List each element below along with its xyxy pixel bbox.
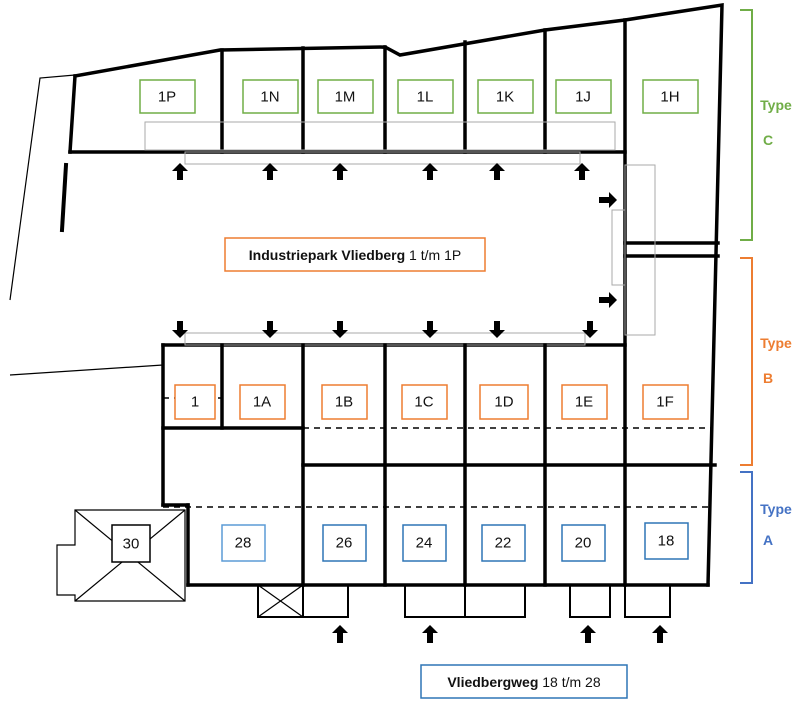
unit-labels-type-c [139, 79, 699, 114]
svg-text:B: B [763, 370, 773, 386]
arrow-down-icon [422, 321, 438, 338]
arrow-right-icon [599, 192, 617, 208]
entrance-arrows-right [599, 192, 617, 308]
svg-text:Type: Type [760, 501, 792, 517]
arrow-up-icon [422, 625, 438, 643]
arrow-up-icon [580, 625, 596, 643]
arrow-down-icon [262, 321, 278, 338]
unit-label: 1P [158, 89, 176, 106]
arrow-up-icon [332, 625, 348, 643]
row-type-c [68, 18, 720, 587]
unit-label-30: 30 [123, 536, 140, 553]
entrance-arrows-bottom [332, 625, 668, 643]
unit-label: 1B [335, 394, 353, 411]
unit-label: 1L [417, 89, 434, 106]
unit-labels-type-a [221, 522, 689, 562]
unit-labels-type-b [174, 384, 689, 420]
arrow-down-icon [489, 321, 505, 338]
type-b-bracket: Type B [740, 257, 792, 466]
unit-label: 1F [656, 394, 674, 411]
svg-text:Type: Type [760, 335, 792, 351]
svg-text:Industriepark Vliedberg 1 t/m: Industriepark Vliedberg 1 t/m 1P [249, 247, 461, 263]
unit-label: 1D [494, 394, 513, 411]
building-30: 30 [56, 509, 186, 602]
arrow-right-icon [599, 292, 617, 308]
unit-label: 1H [660, 89, 679, 106]
arrow-down-icon [582, 321, 598, 338]
svg-text:C: C [763, 132, 773, 148]
unit-label: 1J [575, 89, 591, 106]
arrow-down-icon [172, 321, 188, 338]
unit-label: 20 [575, 535, 592, 552]
unit-label: 24 [416, 535, 433, 552]
street-label-industriepark: Industriepark Vliedberg 1 t/m 1P [224, 237, 486, 272]
type-a-bracket: Type A [740, 471, 792, 584]
street-label-vliedbergweg: Vliedbergweg 18 t/m 28 [420, 664, 628, 699]
unit-label: 28 [235, 535, 252, 552]
arrow-up-icon [332, 163, 348, 180]
unit-label: 18 [658, 533, 675, 550]
unit-label: 1 [191, 394, 199, 411]
arrow-up-icon [652, 625, 668, 643]
row-type-a [161, 503, 710, 618]
arrow-down-icon [332, 321, 348, 338]
unit-label: 1E [575, 394, 593, 411]
svg-text:A: A [763, 532, 773, 548]
unit-label: 22 [495, 535, 512, 552]
unit-label: 1M [335, 89, 356, 106]
arrow-up-icon [262, 163, 278, 180]
arrow-up-icon [574, 163, 590, 180]
arrow-up-icon [422, 163, 438, 180]
entrance-arrows-middle [172, 321, 598, 338]
unit-label: 1N [260, 89, 279, 106]
unit-label: 1A [253, 394, 271, 411]
entrance-arrows-top [172, 163, 590, 180]
type-c-bracket: Type C [740, 9, 792, 241]
svg-text:Type: Type [760, 97, 792, 113]
arrow-up-icon [489, 163, 505, 180]
unit-label: 1K [496, 89, 514, 106]
unit-label: 26 [336, 535, 353, 552]
arrow-up-icon [172, 163, 188, 180]
unit-label: 1C [414, 394, 433, 411]
svg-text:Vliedbergweg 18 t/m 28: Vliedbergweg 18 t/m 28 [447, 674, 601, 690]
site-outline [9, 2, 724, 587]
